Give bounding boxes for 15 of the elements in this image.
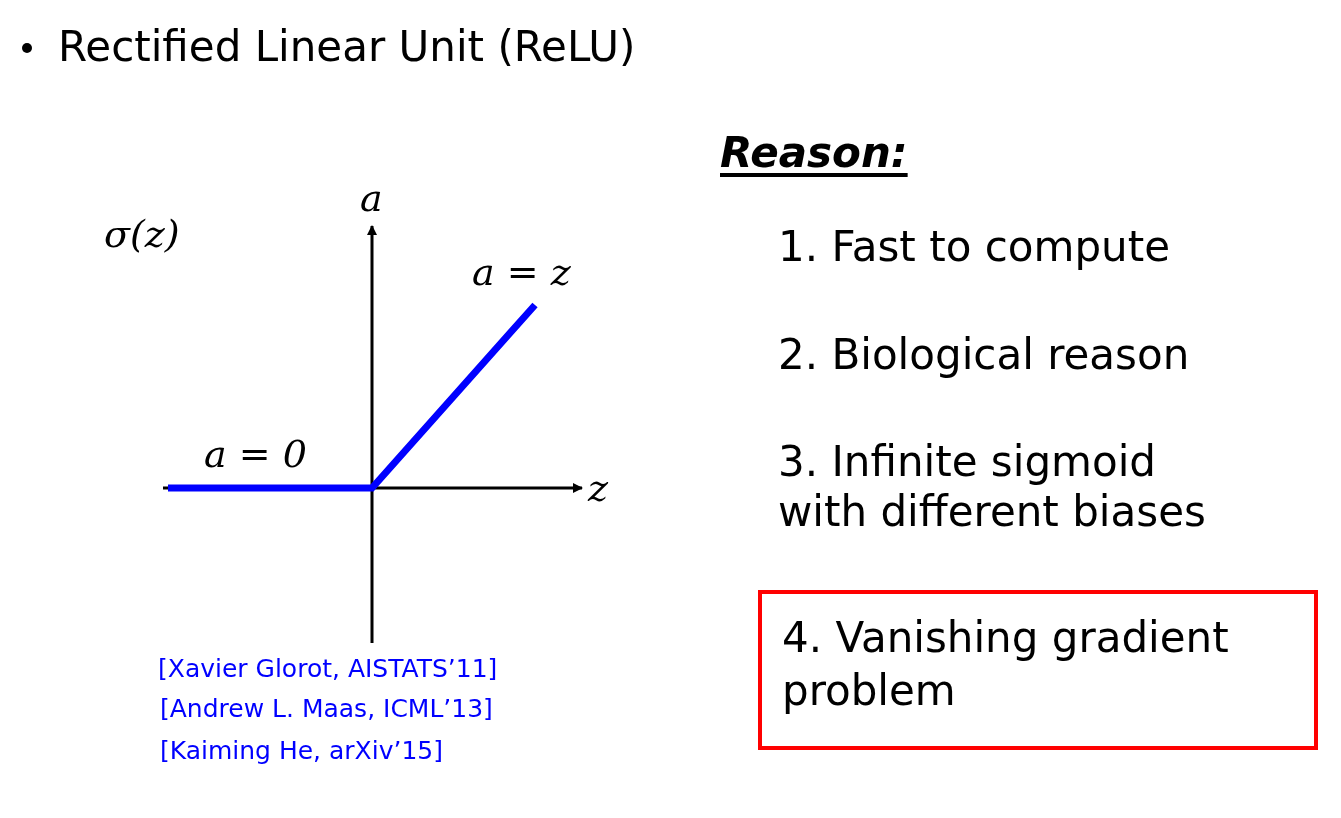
heading: Reason:: [720, 128, 908, 179]
list-item: 3. Infinite sigmoid with different biases: [778, 437, 1207, 538]
math-label: σ(z): [104, 212, 180, 258]
math-label: z: [588, 466, 609, 512]
math-label: a = z: [472, 250, 571, 296]
list-item: 4. Vanishing gradient problem: [782, 612, 1230, 717]
citation: [Xavier Glorot, AISTATS’11]: [158, 654, 498, 684]
math-label: a = 0: [204, 432, 307, 478]
citation: [Andrew L. Maas, ICML’13]: [160, 694, 493, 724]
math-label: a: [360, 176, 383, 222]
list-item: 1. Fast to compute: [778, 222, 1170, 273]
highlight-box: [758, 590, 1318, 750]
list-item: 2. Biological reason: [778, 330, 1190, 381]
slide-title: Rectified Linear Unit (ReLU): [58, 22, 636, 71]
citation: [Kaiming He, arXiv’15]: [160, 736, 443, 766]
